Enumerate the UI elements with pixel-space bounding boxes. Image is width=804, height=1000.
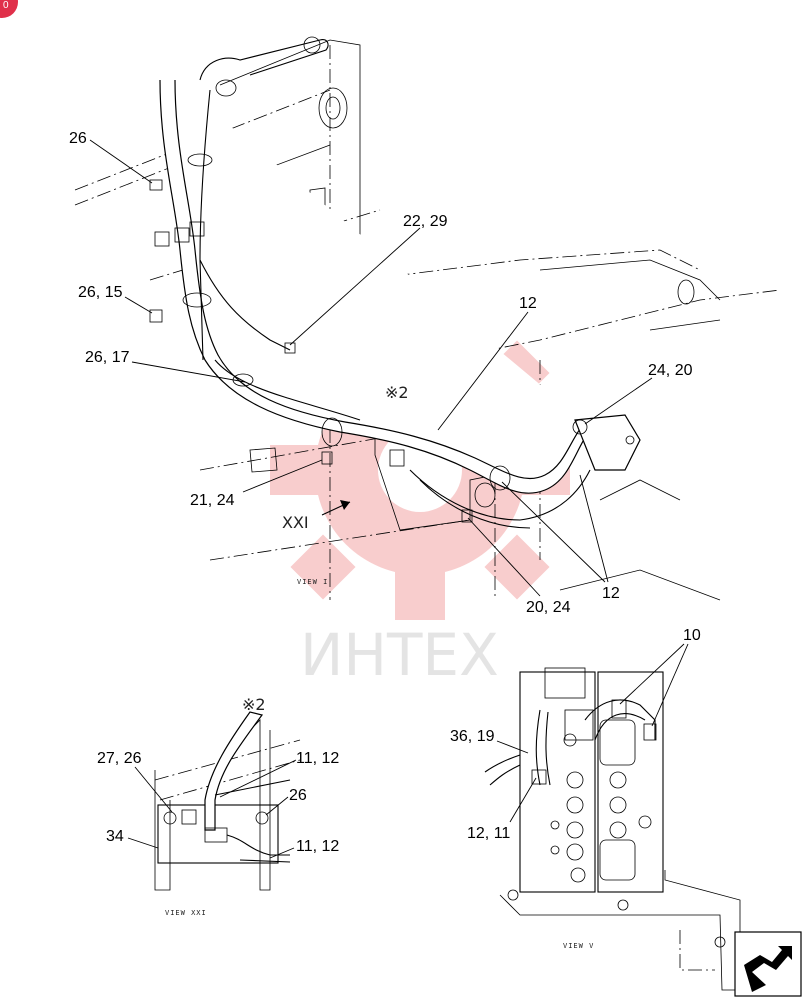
- callout-10: 10: [683, 627, 701, 644]
- callout-20-24: 20, 24: [526, 599, 571, 616]
- callout-36-19: 36, 19: [450, 728, 495, 745]
- callout-26-17: 26, 17: [85, 349, 130, 366]
- callout-12-11: 12, 11: [467, 825, 510, 842]
- view-xxi-caption: VIEW XXI: [165, 909, 207, 917]
- callout-11-12-top: 11, 12: [296, 750, 339, 767]
- view-xxi: ※2 VIEW XXI 27, 26 11, 12 26 34 11, 12: [97, 695, 339, 917]
- watermark-text: ИНТЕХ: [300, 621, 499, 689]
- view-main: ※2 XXI VIEW I 26 22, 29 26, 15 12 26, 17…: [69, 36, 781, 616]
- view-v-caption: VIEW V: [563, 942, 594, 950]
- callout-12-top: 12: [519, 295, 537, 312]
- valve-block-right: [597, 671, 664, 893]
- callout-24-20: 24, 20: [648, 362, 693, 379]
- corner-badge-label: 0: [3, 0, 9, 11]
- view-arrow-label: XXI: [282, 513, 309, 532]
- callout-21-24: 21, 24: [190, 492, 235, 509]
- mounting-plate: [157, 804, 279, 864]
- section-mark-x2-xxi: ※2: [242, 695, 266, 714]
- callout-26: 26: [69, 130, 87, 147]
- callout-11-12-bottom: 11, 12: [296, 838, 339, 855]
- callout-26-xxi: 26: [289, 787, 307, 804]
- valve-port: [550, 733, 652, 883]
- callout-12-right: 12: [602, 585, 620, 602]
- valve-block-left: [519, 671, 596, 893]
- connector-block: [149, 179, 473, 523]
- callout-22-29: 22, 29: [403, 213, 448, 230]
- next-page-arrow-icon[interactable]: [734, 931, 802, 997]
- section-mark-x2: ※2: [385, 383, 409, 402]
- view-arrow-icon: [340, 500, 350, 510]
- view-v: VIEW V 10 36, 19 12, 11: [450, 627, 741, 991]
- callout-27-26: 27, 26: [97, 750, 142, 767]
- hose-clamp: [182, 36, 511, 508]
- callout-26-15: 26, 15: [78, 284, 123, 301]
- corner-badge: 0: [0, 0, 18, 18]
- view-main-caption: VIEW I: [297, 578, 328, 586]
- callout-34: 34: [106, 828, 124, 845]
